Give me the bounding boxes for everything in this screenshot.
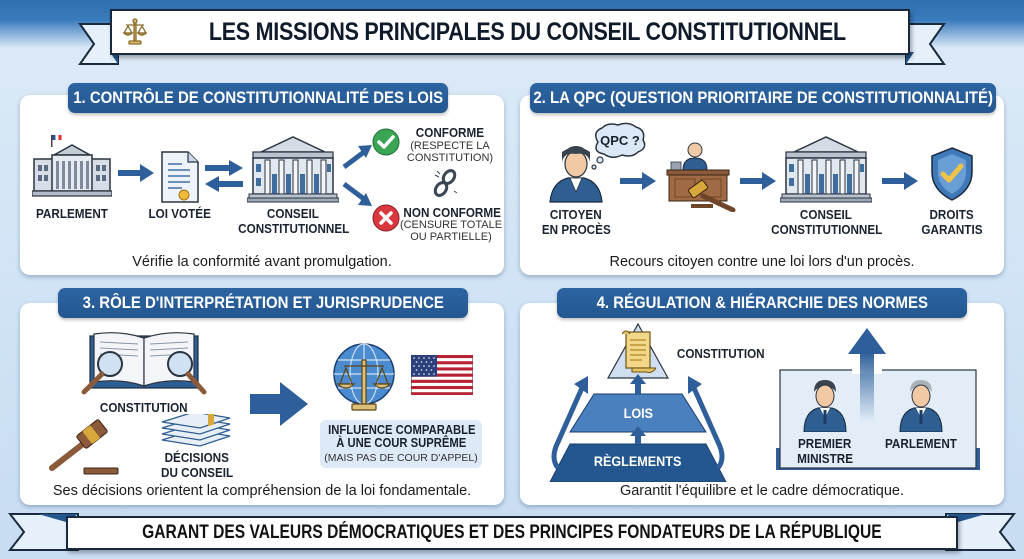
open-book-magnifier-icon — [81, 332, 207, 395]
norms-pyramid — [549, 322, 727, 482]
qpc-bubble-text: QPC ? — [600, 133, 640, 148]
courthouse-icon — [247, 136, 339, 203]
arrow-up-right-icon — [342, 145, 372, 169]
title-banner: LES MISSIONS PRINCIPALES DU CONSEIL CONS… — [110, 9, 910, 55]
section-3-heading: 3. RÔLE D'INTERPRÉTATION ET JURISPRUDENC… — [58, 288, 468, 318]
arrow-down-right-icon — [342, 182, 372, 206]
section-1-caption: Vérifie la conformité avant promulgation… — [132, 254, 392, 270]
stacked-papers-icon — [161, 414, 231, 447]
label-conforme: CONFORME — [415, 125, 485, 140]
bidirectional-arrows-icon — [205, 160, 243, 192]
courthouse-icon — [780, 136, 872, 203]
section-4-caption: Garantit l'équilibre et le cadre démocra… — [619, 483, 905, 499]
scales-of-justice-icon — [122, 18, 147, 45]
x-circle-icon — [372, 204, 400, 232]
parliament-building-icon — [32, 134, 112, 197]
section-3-caption: Ses décisions orientent la compréhension… — [52, 483, 472, 499]
label-constitution: CONSTITUTION — [100, 400, 188, 415]
label-pyramid-reglements: RÈGLEMENTS — [594, 453, 682, 469]
arrow-right-icon — [740, 172, 776, 190]
section-1-heading: 1. CONTRÔLE DE CONSTITUTIONNALITÉ DES LO… — [68, 83, 448, 113]
section-2-caption: Recours citoyen contre une loi lors d'un… — [609, 254, 915, 270]
influence-box — [320, 420, 482, 468]
citizen-lawyer-icon — [549, 146, 603, 203]
arrow-right-icon — [620, 172, 656, 190]
label-pyramid-lois: LOIS — [623, 405, 653, 421]
document-with-seal-icon — [161, 151, 199, 203]
section-4-heading: 4. RÉGULATION & HIÉRARCHIE DES NORMES — [557, 288, 967, 318]
person-suit-icon — [803, 380, 847, 432]
check-circle-icon — [372, 128, 400, 156]
section-2-heading: 2. LA QPC (QUESTION PRIORITAIRE DE CONST… — [530, 83, 996, 113]
globe-scales-icon — [333, 343, 395, 411]
title-ribbon-right — [905, 23, 946, 65]
broken-chain-icon — [433, 169, 458, 197]
shield-check-icon — [931, 147, 973, 201]
footer-banner: GARANT DES VALEURS DÉMOCRATIQUES ET DES … — [66, 516, 958, 550]
influence-note: (MAIS PAS DE COUR D'APPEL) — [324, 452, 478, 464]
scroll-icon — [622, 330, 656, 373]
person-suit-gray-hair-icon — [899, 380, 943, 432]
page-title: LES MISSIONS PRINCIPALES DU CONSEIL CONS… — [208, 17, 846, 46]
footer-text: GARANT DES VALEURS DÉMOCRATIQUES ET DES … — [142, 522, 882, 543]
arrow-right-icon — [882, 172, 918, 190]
big-arrow-right-icon — [250, 382, 308, 426]
label-parlement: PARLEMENT — [36, 206, 108, 221]
us-flag-icon — [411, 355, 473, 395]
arrow-right-icon — [118, 164, 154, 182]
judge-bench-icon — [666, 142, 736, 212]
label-non-conforme: NON CONFORME — [403, 205, 501, 220]
label-parlement-actor: PARLEMENT — [885, 436, 957, 451]
label-loi-votee: LOI VOTÉE — [148, 206, 212, 221]
thought-bubble-icon — [591, 122, 646, 170]
label-pyramid-constitution: CONSTITUTION — [676, 346, 765, 361]
gavel-icon — [49, 419, 119, 475]
